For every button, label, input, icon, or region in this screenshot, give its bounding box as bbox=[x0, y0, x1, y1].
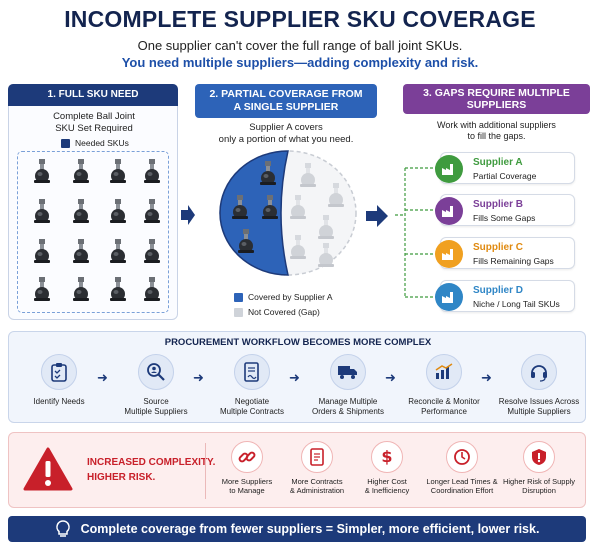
workflow-step-identify: Identify Needs bbox=[14, 354, 104, 407]
coverage-circle-icon bbox=[219, 150, 357, 276]
risk-more-contracts: More Contracts& Administration bbox=[279, 441, 355, 495]
factory-icon bbox=[435, 197, 463, 225]
complexity-title-2: HIGHER RISK. bbox=[87, 472, 156, 483]
search-people-icon bbox=[138, 354, 174, 390]
legend-not-covered: Not Covered (Gap) bbox=[234, 307, 320, 317]
panel3-description: Work with additional suppliers to fill t… bbox=[437, 120, 556, 141]
footer-text: Complete coverage from fewer suppliers =… bbox=[80, 522, 540, 536]
shield-alert-icon bbox=[523, 441, 555, 473]
subtitle-line-2: You need multiple suppliers—adding compl… bbox=[121, 55, 479, 70]
supplier-card-b: Supplier B Fills Some Gaps bbox=[435, 194, 575, 226]
procurement-workflow: PROCUREMENT WORKFLOW BECOMES MORE COMPLE… bbox=[8, 331, 586, 423]
arrow-right-icon: ➜ bbox=[193, 370, 204, 385]
supplier-card-a: Supplier A Partial Coverage bbox=[435, 152, 575, 184]
svg-text:$: $ bbox=[381, 447, 392, 466]
subtitle-line-1: One supplier can't cover the full range … bbox=[137, 38, 463, 53]
workflow-title: PROCUREMENT WORKFLOW BECOMES MORE COMPLE… bbox=[164, 337, 432, 348]
panel3-heading: 3. GAPS REQUIRE MULTIPLE SUPPLIERS bbox=[403, 84, 590, 114]
factory-icon bbox=[435, 155, 463, 183]
factory-icon bbox=[435, 240, 463, 268]
arrow-right-icon bbox=[181, 205, 195, 225]
arrow-right-icon: ➜ bbox=[289, 370, 300, 385]
panel-full-sku-need: 1. FULL SKU NEED Complete Ball Joint SKU… bbox=[8, 84, 178, 320]
panel1-heading: 1. FULL SKU NEED bbox=[8, 84, 178, 106]
arrow-right-icon: ➜ bbox=[385, 370, 396, 385]
arrow-right-icon bbox=[366, 205, 388, 227]
connector-lines bbox=[395, 167, 440, 298]
clipboard-icon bbox=[41, 354, 77, 390]
panel1-description: Complete Ball Joint SKU Set Required bbox=[53, 111, 135, 134]
supplier-card-d: Supplier D Niche / Long Tail SKUs bbox=[435, 280, 575, 312]
lightbulb-icon bbox=[55, 520, 70, 537]
contract-icon bbox=[234, 354, 270, 390]
dollar-icon: $ bbox=[371, 441, 403, 473]
sku-grid bbox=[17, 151, 169, 313]
arrow-right-icon: ➜ bbox=[97, 370, 108, 385]
panel1-legend: Needed SKUs bbox=[61, 138, 129, 148]
headset-icon bbox=[521, 354, 557, 390]
warning-icon bbox=[23, 447, 73, 491]
clock-icon bbox=[446, 441, 478, 473]
panel2-heading: 2. PARTIAL COVERAGE FROM A SINGLE SUPPLI… bbox=[195, 84, 377, 118]
complexity-risk-panel: INCREASED COMPLEXITY. HIGHER RISK. More … bbox=[8, 432, 586, 508]
supplier-card-c: Supplier C Fills Remaining Gaps bbox=[435, 237, 575, 269]
panel2-description: Supplier A covers only a portion of what… bbox=[218, 122, 354, 145]
divider bbox=[205, 443, 206, 499]
arrow-right-icon: ➜ bbox=[481, 370, 492, 385]
risk-lead-times: Longer Lead Times &Coordination Effort bbox=[424, 441, 500, 495]
ball-joint-grid-icon bbox=[34, 159, 160, 301]
document-icon bbox=[301, 441, 333, 473]
legend-covered: Covered by Supplier A bbox=[234, 292, 333, 302]
page-title: INCOMPLETE SUPPLIER SKU COVERAGE bbox=[64, 6, 536, 32]
link-icon bbox=[231, 441, 263, 473]
footer-banner: Complete coverage from fewer suppliers =… bbox=[8, 516, 586, 542]
truck-icon bbox=[330, 354, 366, 390]
needed-sku-swatch bbox=[61, 138, 70, 148]
risk-higher-cost: $ Higher Cost& Inefficiency bbox=[349, 441, 425, 495]
chart-icon bbox=[426, 354, 462, 390]
factory-icon bbox=[435, 283, 463, 311]
complexity-title-1: INCREASED COMPLEXITY. bbox=[87, 457, 216, 468]
